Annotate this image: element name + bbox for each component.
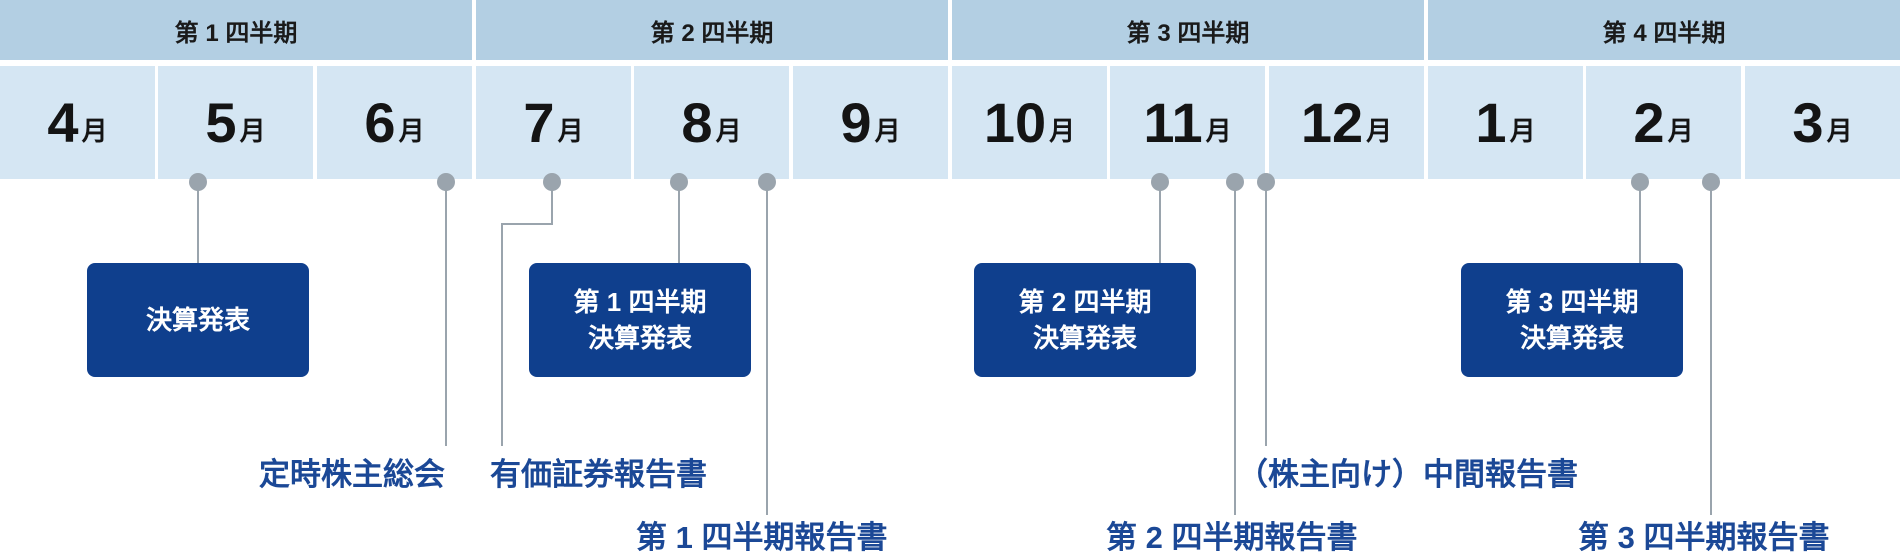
- month-unit: 月: [1509, 116, 1536, 146]
- connector-dot: [1226, 173, 1244, 191]
- connector-securities-report: [501, 182, 553, 446]
- event-line-1: 第 1 四半期: [573, 287, 707, 317]
- connector-dot: [543, 173, 561, 191]
- label-q2-report: 第 2 四半期報告書: [1106, 520, 1358, 555]
- month-number: 3: [1792, 91, 1824, 154]
- event-box-q3-kessan: 第 3 四半期 決算発表: [1461, 263, 1683, 377]
- month-unit: 月: [874, 116, 901, 146]
- connector-dot: [1257, 173, 1275, 191]
- month-unit: 月: [1049, 116, 1076, 146]
- label-interim-report: （株主向け）中間報告書: [1237, 457, 1578, 492]
- connector-dot: [1702, 173, 1720, 191]
- event-line-2: 決算発表: [1032, 323, 1137, 353]
- month-number: 10: [983, 91, 1047, 154]
- event-line-2: 決算発表: [587, 323, 692, 353]
- month-unit: 月: [1205, 116, 1232, 146]
- label-agm: 定時株主総会: [259, 457, 445, 492]
- label-q1-report: 第 1 四半期報告書: [636, 520, 888, 555]
- quarter-header-q4: 第 4 四半期: [1428, 0, 1900, 60]
- month-number: 9: [840, 91, 872, 154]
- quarter-header-q1: 第 1 四半期: [0, 0, 472, 60]
- event-line-1: 第 2 四半期: [1018, 287, 1152, 317]
- label-q3-report: 第 3 四半期報告書: [1578, 520, 1830, 555]
- connector-dot: [189, 173, 207, 191]
- month-unit: 月: [1667, 116, 1694, 146]
- event-line-1: 決算発表: [145, 305, 250, 335]
- month-number: 8: [681, 91, 713, 154]
- month-number: 5: [205, 91, 237, 154]
- connector-dot: [1151, 173, 1169, 191]
- month-unit: 月: [715, 116, 742, 146]
- month-unit: 月: [239, 116, 266, 146]
- connector-dot: [1631, 173, 1649, 191]
- event-box-kessan: 決算発表: [87, 263, 309, 377]
- event-line-2: 決算発表: [1519, 323, 1624, 353]
- quarter-header-q2: 第 2 四半期: [476, 0, 948, 60]
- connector-dot: [670, 173, 688, 191]
- month-number: 6: [364, 91, 396, 154]
- month-number: 7: [523, 91, 555, 154]
- month-unit: 月: [557, 116, 584, 146]
- month-unit: 月: [1366, 116, 1393, 146]
- connector-dot: [758, 173, 776, 191]
- connector-dot: [437, 173, 455, 191]
- month-unit: 月: [1826, 116, 1853, 146]
- month-number: 1: [1475, 91, 1507, 154]
- quarter-header-q3: 第 3 四半期: [952, 0, 1424, 60]
- month-unit: 月: [81, 116, 108, 146]
- month-number: 12: [1300, 91, 1364, 154]
- event-box-q1-kessan: 第 1 四半期 決算発表: [529, 263, 751, 377]
- month-number: 2: [1633, 91, 1665, 154]
- label-securities-report: 有価証券報告書: [490, 457, 707, 492]
- month-number: 4: [47, 91, 79, 154]
- event-box-q2-kessan: 第 2 四半期 決算発表: [974, 263, 1196, 377]
- month-number: 11: [1143, 91, 1203, 154]
- month-unit: 月: [398, 116, 425, 146]
- event-line-1: 第 3 四半期: [1505, 287, 1639, 317]
